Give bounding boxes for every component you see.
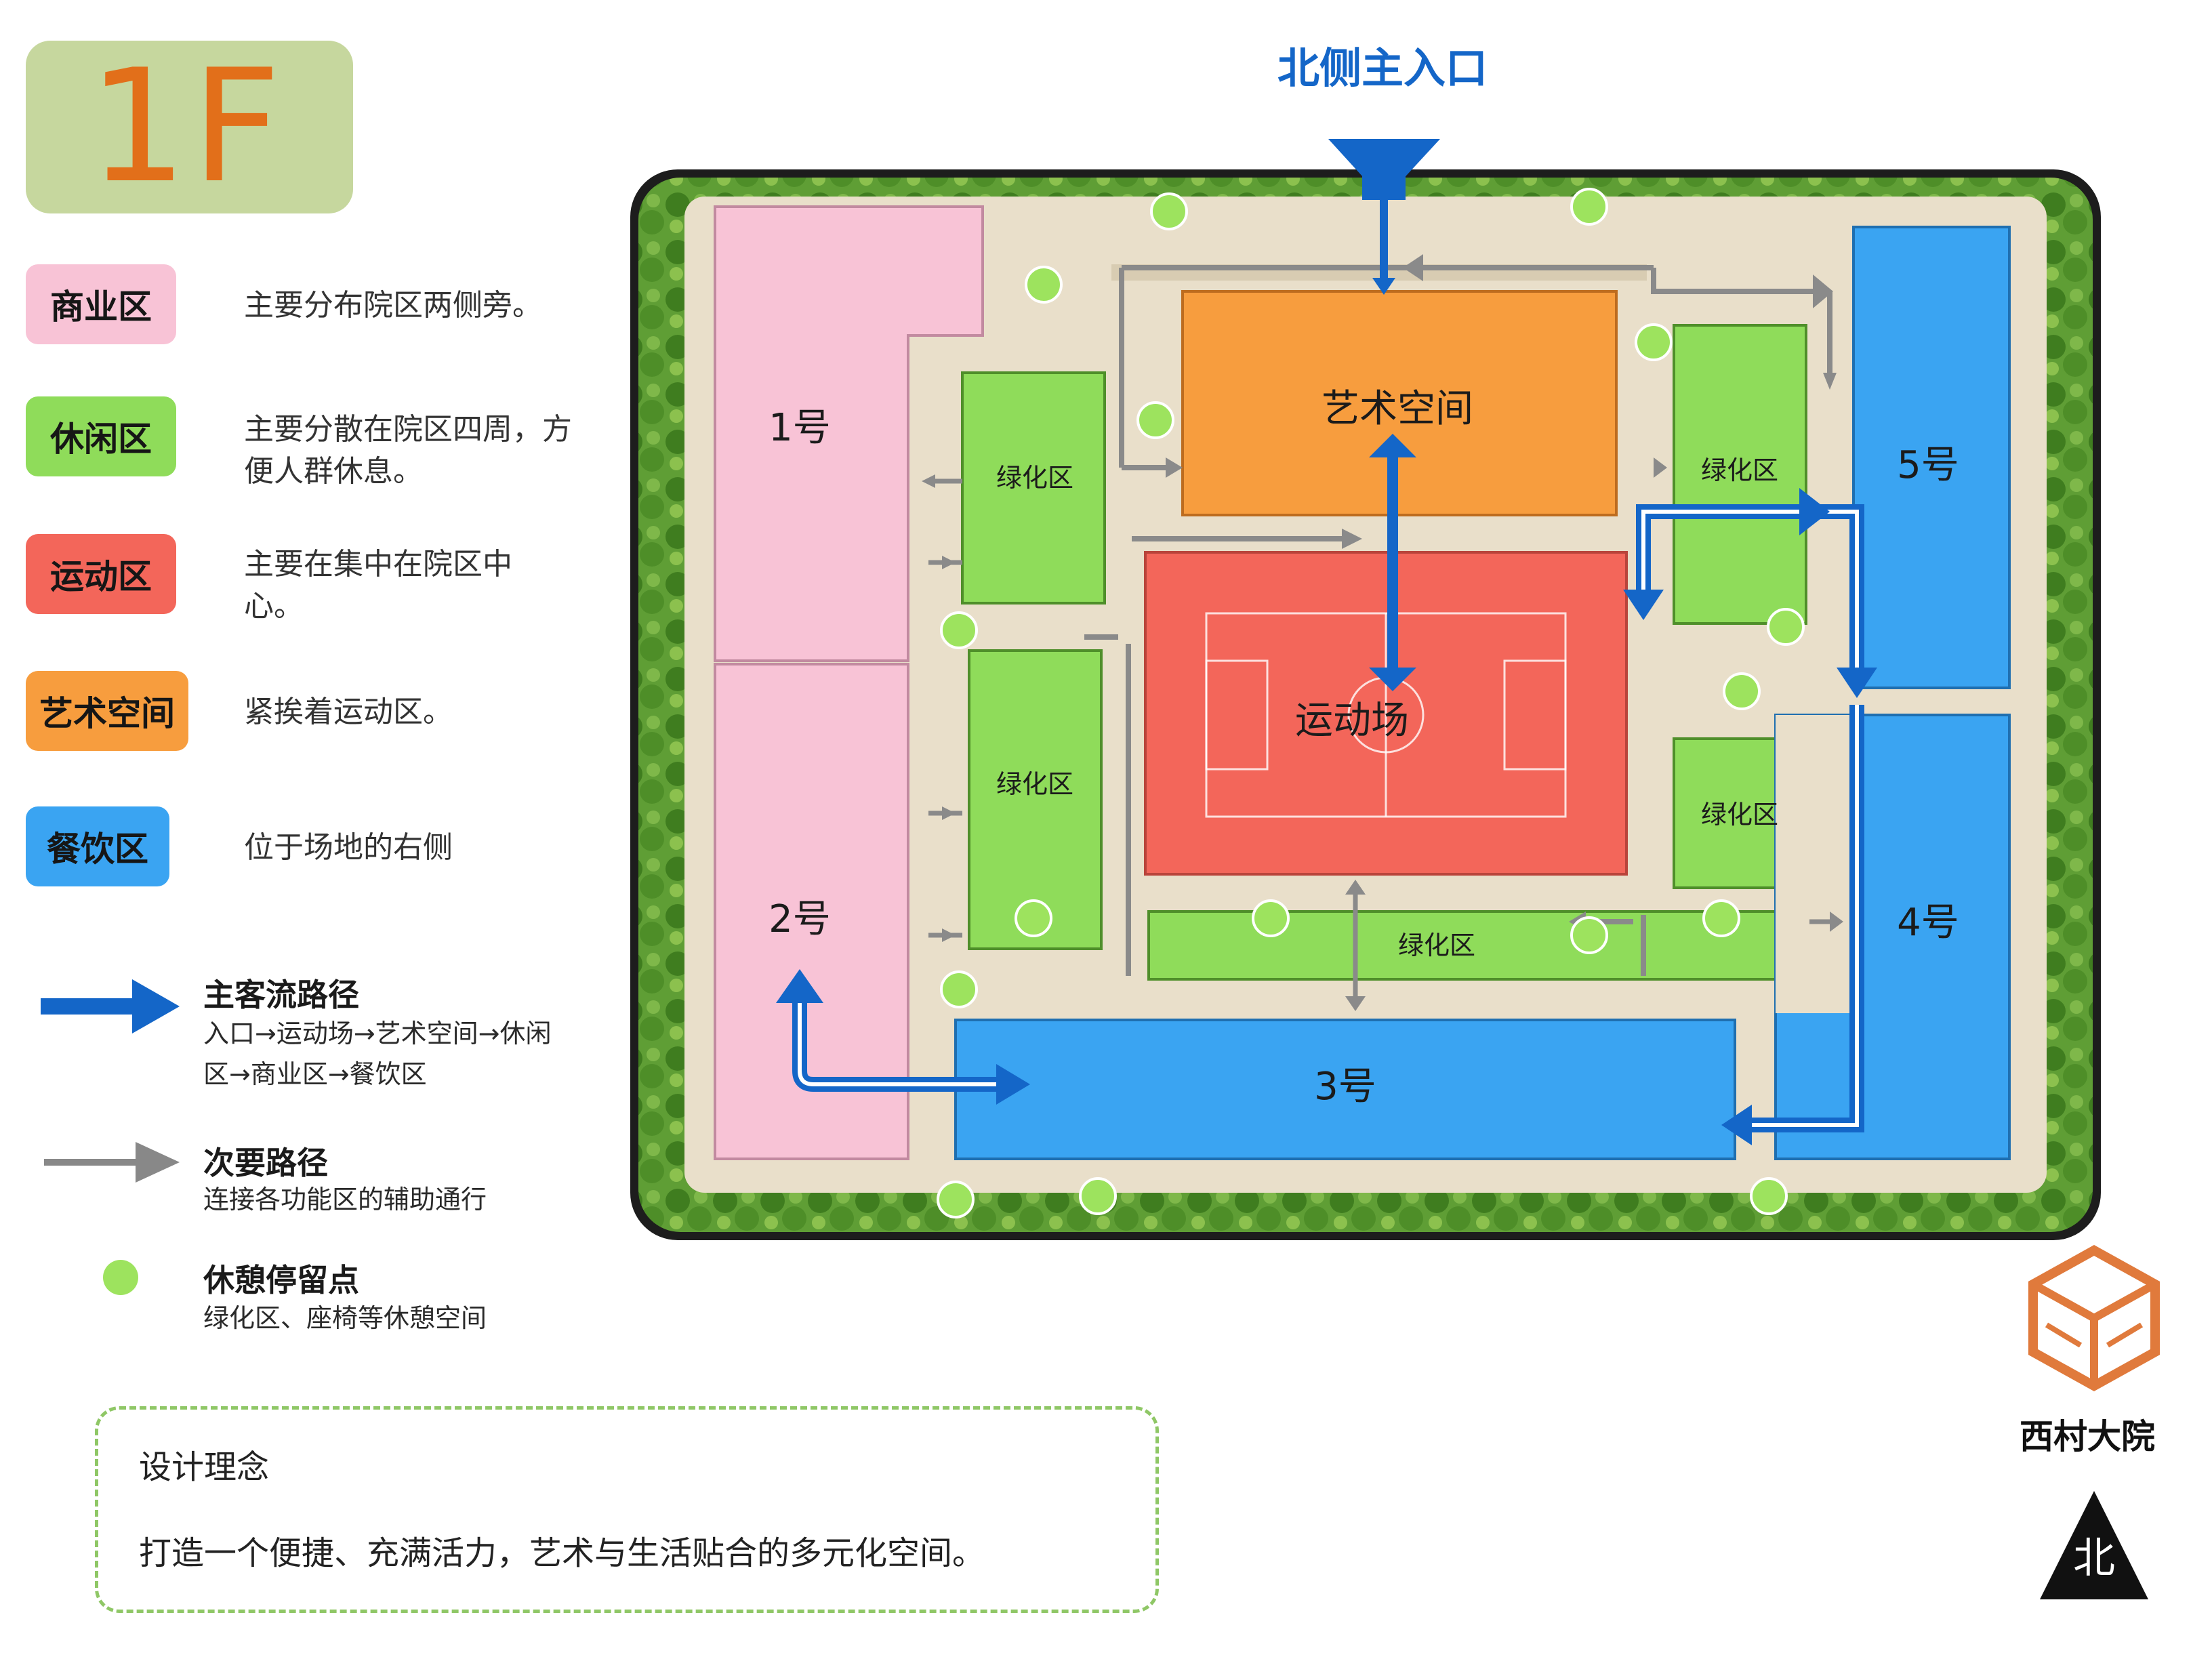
building-3 [954, 1019, 1736, 1160]
north-arrow-icon: 北 [2040, 1491, 2148, 1599]
main-route-desc: 入口→运动场→艺术空间→休闲区→商业区→餐饮区 [203, 1019, 552, 1089]
green-area-left-top [961, 371, 1106, 605]
green-label-right-top: 绿化区 [1701, 455, 1778, 485]
legend-desc-commercial: 主要分布院区两侧旁。 [244, 288, 542, 323]
secondary-route-desc: 连接各功能区的辅助通行 [203, 1185, 487, 1214]
design-concept-text: 打造一个便捷、充满活力，艺术与生活贴合的多元化空间。 [139, 1534, 985, 1572]
green-area-left-bottom [968, 649, 1103, 950]
design-concept-box [95, 1406, 1159, 1613]
art-space-label: 艺术空间 [1322, 387, 1473, 431]
north-label: 北 [2073, 1533, 2115, 1582]
floor-label: 1F [88, 36, 285, 218]
art-space [1181, 290, 1618, 516]
building-2-label: 2号 [769, 897, 831, 941]
secondary-route-arrow-icon [44, 1142, 180, 1183]
secondary-route-title: 次要路径 [203, 1145, 328, 1181]
brand-logo-icon [2028, 1244, 2160, 1392]
building-5 [1852, 226, 2011, 689]
sports-field-label: 运动场 [1295, 699, 1409, 743]
legend-chip-sports: 运动区 [26, 534, 176, 614]
main-route-arrow-icon [41, 979, 180, 1033]
building-2 [714, 663, 909, 1160]
legend-chip-commercial: 商业区 [26, 264, 176, 344]
main-route-title: 主客流路径 [203, 977, 359, 1013]
building-5-label: 5号 [1897, 443, 1959, 487]
building-3-label: 3号 [1314, 1065, 1376, 1109]
building-4-label: 4号 [1897, 901, 1959, 945]
green-label-right-bottom: 绿化区 [1701, 800, 1778, 830]
legend-desc-sports: 主要在集中在院区中心。 [244, 547, 512, 623]
green-label-left-top: 绿化区 [996, 463, 1073, 493]
rest-point-desc: 绿化区、座椅等休憩空间 [203, 1303, 487, 1333]
building-1 [714, 205, 984, 662]
legend-desc-dining: 位于场地的右侧 [244, 830, 453, 865]
north-entrance-label: 北侧主入口 [1277, 43, 1488, 93]
brand-name: 西村大院 [2020, 1417, 2155, 1456]
legend-chip-dining: 餐饮区 [26, 806, 169, 886]
design-concept-title: 设计理念 [139, 1448, 270, 1486]
floor-badge: 1F [26, 41, 353, 213]
rest-points [937, 188, 1805, 1218]
legend-desc-leisure: 主要分散在院区四周，方便人群休息。 [244, 412, 572, 489]
green-label-left-bottom: 绿化区 [996, 769, 1073, 799]
green-label-bottom-strip: 绿化区 [1398, 930, 1475, 960]
green-area-right-top [1673, 324, 1807, 625]
rest-point-icon [103, 1260, 138, 1295]
legend-chip-leisure: 休闲区 [26, 396, 176, 476]
legend-chip-art: 艺术空间 [26, 671, 188, 751]
main-route [1328, 139, 1440, 295]
building-1-label: 1号 [769, 406, 831, 450]
legend-desc-art: 紧挨着运动区。 [244, 695, 453, 729]
rest-point-title: 休憩停留点 [203, 1262, 359, 1298]
